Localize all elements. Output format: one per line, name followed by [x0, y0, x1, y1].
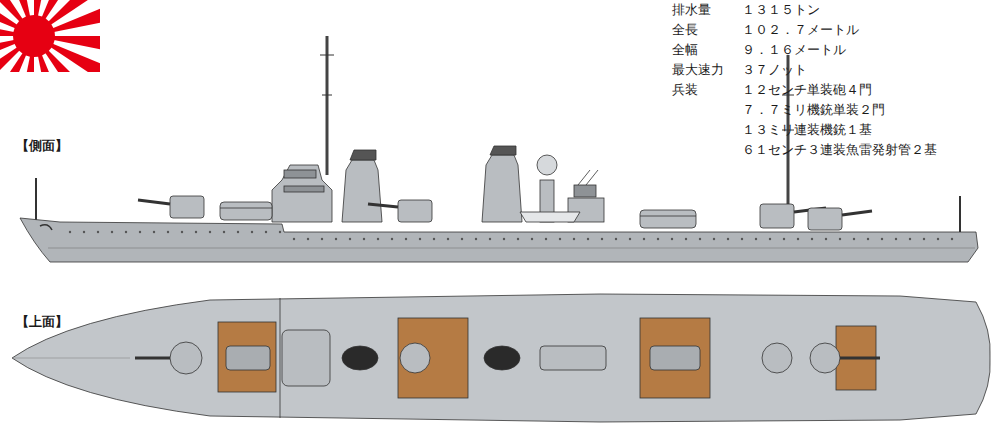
- spec-value: １２センチ単装砲４門: [742, 82, 872, 97]
- spec-value: ６１センチ３連装魚雷発射管２基: [742, 142, 937, 157]
- spec-value: １０２．７メートル: [742, 22, 859, 37]
- spec-value: ９．１６メートル: [742, 42, 846, 57]
- rising-sun-flag: [0, 0, 174, 176]
- spec-value: １３ミリ連装機銃１基: [742, 122, 872, 137]
- side-view: [20, 36, 978, 262]
- spec-name: 全長: [672, 22, 698, 37]
- spec-name: 全幅: [672, 42, 698, 57]
- top-view: [12, 294, 990, 422]
- view-heading: 【上面】: [16, 314, 68, 329]
- spec-name: 最大速力: [672, 62, 724, 77]
- spec-value: ３７ノット: [742, 62, 807, 77]
- spec-name: 兵装: [672, 82, 698, 97]
- spec-value: １３１５トン: [742, 2, 820, 17]
- spec-name: 排水量: [672, 2, 711, 17]
- view-heading: 【側面】: [16, 138, 68, 153]
- spec-value: ７．７ミリ機銃単装２門: [742, 102, 885, 117]
